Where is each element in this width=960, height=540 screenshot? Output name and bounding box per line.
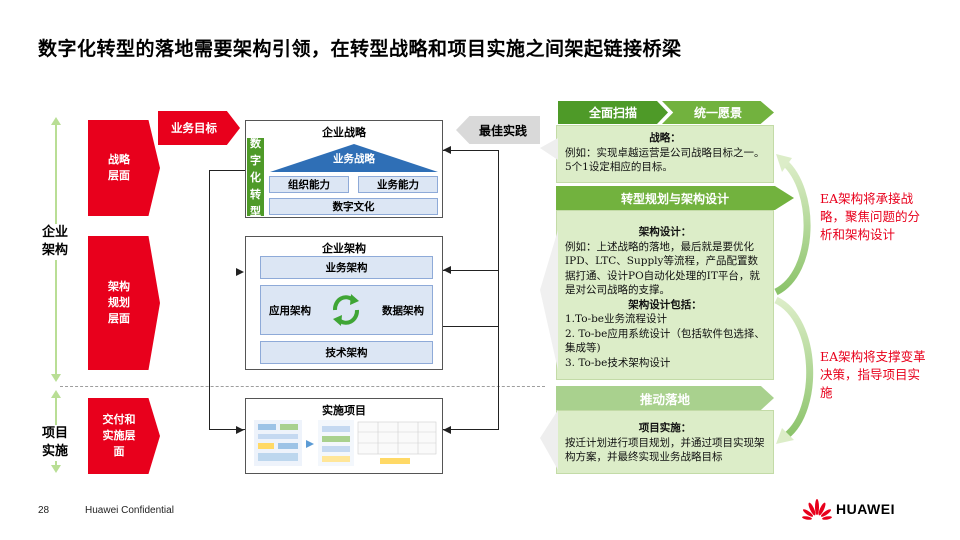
connector-mid-h — [443, 326, 499, 327]
project-thumbnail — [254, 420, 437, 466]
arrow-to-arch — [236, 268, 244, 276]
page-number: 28 — [38, 505, 50, 516]
business-goal-arrow: 业务目标 — [158, 111, 240, 145]
digital-transformation-label: 数字化转型 — [247, 137, 264, 218]
enterprise-axis-arrow-bottom — [51, 374, 61, 382]
arrow-from-right-strategy — [443, 146, 451, 154]
app-data-architecture-box: 应用架构 数据架构 — [260, 285, 433, 335]
business-strategy-label: 业务战略 — [333, 153, 375, 165]
strategy-panel-body: 例如：实现卓越运营是公司战略目标之一。5个1设定相应的目标。 — [565, 146, 765, 174]
org-capability-box: 组织能力 — [269, 176, 349, 193]
enterprise-axis-label: 企业架构 — [41, 224, 69, 260]
design-panel-title: 架构设计： — [638, 226, 692, 238]
digital-culture-box: 数字文化 — [269, 198, 438, 215]
implement-arrow: 推动落地 — [556, 386, 774, 410]
ea-curved-arrows — [774, 154, 814, 444]
bracket-shapes — [540, 138, 558, 470]
vision-chevron: 统一愿景 — [662, 101, 774, 124]
data-architecture-label: 数据架构 — [382, 304, 424, 317]
right-connector — [443, 150, 499, 430]
design-item: 2. To-be应用系统设计（包括软件包选择、集成等) — [565, 327, 765, 355]
scan-chevron: 全面扫描 — [558, 101, 668, 124]
enterprise-strategy-title: 企业战略 — [322, 126, 366, 139]
strategy-panel: 战略： 例如：实现卓越运营是公司战略目标之一。5个1设定相应的目标。 — [556, 125, 774, 183]
level-architecture-label: 架构规划层面 — [108, 280, 130, 325]
level-strategy-label: 战略层面 — [108, 153, 130, 182]
application-architecture-label: 应用架构 — [269, 304, 311, 317]
planning-arrow: 转型规划与架构设计 — [556, 186, 794, 210]
ea-note-strategy: EA架构将承接战略，聚焦问题的分析和架构设计 — [820, 191, 921, 242]
project-axis-label: 项目实施 — [41, 425, 69, 461]
level-architecture: 架构规划层面 — [88, 236, 160, 370]
project-implementation-title: 实施项目 — [322, 404, 366, 417]
business-architecture-box: 业务架构 — [260, 256, 433, 279]
impl-panel-title: 项目实施： — [638, 422, 692, 434]
left-connector — [209, 170, 245, 430]
design-item: 3. To-be技术架构设计 — [565, 356, 671, 369]
technology-architecture-box: 技术架构 — [260, 341, 433, 364]
ea-note-implementation: EA架构将支撑变革决策，指导项目实施 — [820, 349, 926, 400]
level-delivery: 交付和实施层面 — [88, 398, 160, 474]
strategy-panel-title: 战略： — [649, 132, 681, 144]
design-panel-body: 例如：上述战略的落地，最后就是要优化IPD、LTC、Supply等流程，产品配置… — [565, 240, 760, 297]
design-includes-title: 架构设计包括： — [628, 298, 702, 311]
enterprise-axis-arrow-top — [51, 117, 61, 125]
business-strategy-triangle — [270, 144, 438, 172]
huawei-brand: HUAWEI — [836, 501, 895, 517]
design-item: 1.To-be业务流程设计 — [565, 313, 668, 325]
arrow-from-right-project — [443, 426, 451, 434]
project-axis-arrow-top — [51, 390, 61, 398]
project-axis-arrow-bottom — [51, 465, 61, 473]
business-capability-box: 业务能力 — [358, 176, 438, 193]
connector-arch-h — [443, 270, 499, 271]
confidential-label: Huawei Confidential — [85, 505, 174, 516]
level-delivery-label: 交付和实施层面 — [102, 413, 136, 458]
divider-dashed — [60, 386, 545, 387]
project-implementation-panel: 项目实施： 按迁计划进行项目规划，并通过项目实现架构方案，并最终实现业务战略目标 — [556, 410, 774, 474]
best-practice-arrow: 最佳实践 — [456, 116, 540, 144]
arrow-to-project — [236, 426, 244, 434]
architecture-design-panel: 架构设计： 例如：上述战略的落地，最后就是要优化IPD、LTC、Supply等流… — [556, 210, 774, 380]
page-title: 数字化转型的落地需要架构引领，在转型战略和项目实施之间架起链接桥梁 — [38, 38, 682, 60]
impl-panel-body: 按迁计划进行项目规划，并通过项目实现架构方案，并最终实现业务战略目标 — [565, 436, 765, 464]
huawei-logo-icon — [802, 499, 832, 520]
level-strategy: 战略层面 — [88, 120, 160, 216]
cycle-icon — [333, 294, 359, 326]
enterprise-architecture-title: 企业架构 — [322, 242, 366, 255]
